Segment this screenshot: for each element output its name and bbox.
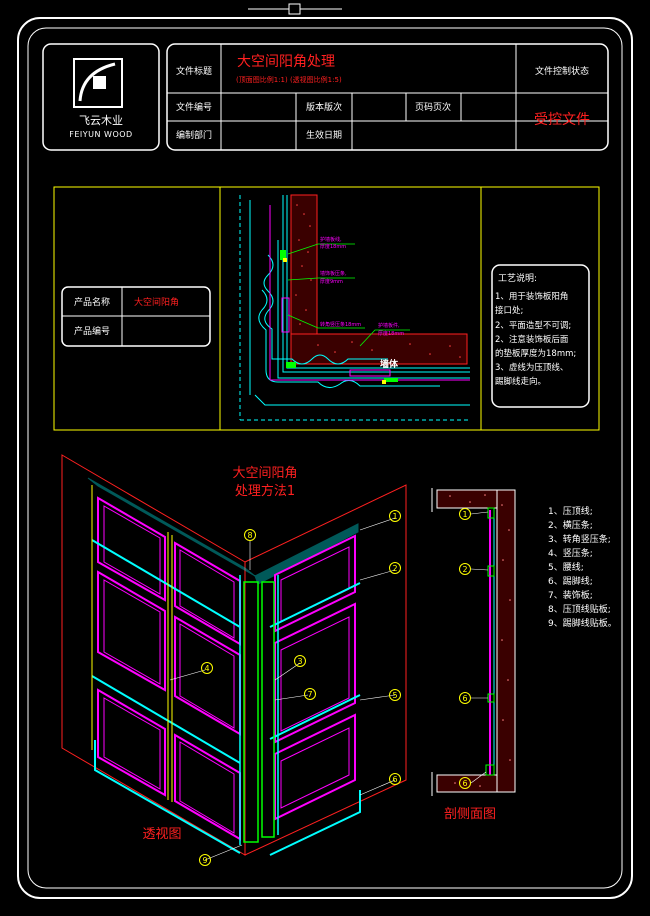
marker: 1 bbox=[389, 510, 401, 522]
legend-item: 4、竖压条; bbox=[548, 547, 593, 559]
product-name-label: 产品名称 bbox=[74, 296, 110, 308]
file-title-label: 文件标题 bbox=[176, 65, 212, 77]
company-name-cn: 飞云木业 bbox=[79, 114, 123, 127]
plan-panel bbox=[53, 186, 600, 431]
effective-date-label: 生效日期 bbox=[306, 129, 342, 141]
wall-label: 墙体 bbox=[380, 358, 399, 370]
perspective-title-2: 处理方法1 bbox=[235, 483, 295, 499]
svg-text:6: 6 bbox=[462, 694, 467, 703]
process-line: 2、平面造型不可调; bbox=[495, 320, 571, 331]
process-line: 3、虚线为压顶线、 bbox=[495, 362, 568, 373]
product-box bbox=[61, 286, 211, 347]
page-subtitle: (顶面图比例1:1) (透视图比例1:5) bbox=[236, 75, 342, 84]
marker: 1 bbox=[459, 508, 471, 520]
process-line: 1、用于装饰板阳角 bbox=[495, 291, 568, 302]
plan-label-a2: 厚度18mm bbox=[320, 243, 346, 250]
svg-text:6: 6 bbox=[462, 779, 467, 788]
marker: 3 bbox=[294, 655, 306, 667]
header-table bbox=[166, 43, 609, 151]
svg-text:5: 5 bbox=[392, 691, 397, 700]
dept-label: 编制部门 bbox=[176, 129, 212, 141]
marker: 9 bbox=[199, 854, 211, 866]
section-markers: 1 2 6 6 bbox=[459, 508, 471, 789]
controlled-file-label: 受控文件 bbox=[534, 112, 590, 128]
svg-text:1: 1 bbox=[392, 512, 397, 521]
page-label: 页码页次 bbox=[415, 101, 451, 113]
page-title: 大空间阳角处理 bbox=[237, 54, 335, 70]
section-caption: 剖侧面图 bbox=[444, 807, 496, 822]
process-line: 接口处; bbox=[495, 305, 523, 316]
marker: 6 bbox=[459, 777, 471, 789]
marker: 4 bbox=[201, 662, 213, 674]
marker: 2 bbox=[389, 562, 401, 574]
legend-item: 6、踢脚线; bbox=[548, 575, 593, 587]
outer-frame bbox=[17, 17, 633, 899]
legend-item: 3、转角竖压条; bbox=[548, 533, 611, 545]
svg-text:4: 4 bbox=[204, 664, 209, 673]
perspective-drawing bbox=[61, 454, 407, 861]
marker: 7 bbox=[304, 688, 316, 700]
product-name-value: 大空间阳角 bbox=[134, 296, 179, 308]
svg-text:2: 2 bbox=[392, 564, 397, 573]
svg-text:2: 2 bbox=[462, 565, 467, 574]
plan-label-a: 护墙板线, bbox=[320, 236, 342, 243]
perspective-caption: 透视图 bbox=[142, 827, 181, 842]
legend-item: 8、压顶线贴板; bbox=[548, 603, 611, 615]
perspective-markers: 1 2 3 4 5 6 7 8 9 bbox=[199, 510, 401, 866]
perspective-title-1: 大空间阳角 bbox=[232, 466, 297, 481]
file-no-label: 文件编号 bbox=[176, 101, 212, 113]
product-code-label: 产品编号 bbox=[74, 325, 110, 337]
process-line: 的垫板厚度为18mm; bbox=[495, 348, 576, 359]
marker: 8 bbox=[244, 529, 256, 541]
svg-text:1: 1 bbox=[462, 510, 467, 519]
company-name-en: FEIYUN WOOD bbox=[69, 130, 132, 139]
legend-item: 2、横压条; bbox=[548, 519, 593, 531]
process-line: 2、注意装饰板后面 bbox=[495, 334, 569, 345]
svg-text:9: 9 bbox=[202, 856, 207, 865]
logo-box bbox=[42, 43, 160, 151]
control-status-label: 文件控制状态 bbox=[535, 65, 589, 77]
process-box bbox=[491, 264, 590, 408]
marker: 5 bbox=[389, 689, 401, 701]
svg-text:8: 8 bbox=[247, 531, 252, 540]
inner-frame bbox=[27, 27, 623, 889]
version-label: 版本版次 bbox=[306, 101, 342, 113]
svg-text:6: 6 bbox=[392, 775, 397, 784]
plan-label-d2: 厚度18mm bbox=[378, 330, 404, 337]
top-tab bbox=[288, 3, 301, 15]
plan-detail bbox=[239, 194, 470, 421]
process-title: 工艺说明: bbox=[498, 272, 537, 284]
marker: 6 bbox=[389, 773, 401, 785]
legend-item: 7、装饰板; bbox=[548, 589, 593, 601]
section-drawing bbox=[431, 488, 516, 796]
plan-label-d: 护墙板件, bbox=[378, 322, 400, 329]
plan-label-b2: 厚度9mm bbox=[320, 278, 343, 285]
marker: 2 bbox=[459, 563, 471, 575]
legend-item: 9、踢脚线贴板。 bbox=[548, 617, 617, 629]
svg-text:3: 3 bbox=[297, 657, 302, 666]
company-logo bbox=[73, 58, 123, 108]
svg-text:7: 7 bbox=[307, 690, 312, 699]
plan-label-b: 墙饰板压条, bbox=[320, 270, 347, 277]
plan-label-c: 转角竖压条18mm bbox=[320, 321, 361, 328]
process-line: 踢脚线走向。 bbox=[495, 376, 546, 387]
marker: 6 bbox=[459, 692, 471, 704]
legend-item: 5、腰线; bbox=[548, 561, 584, 573]
legend-item: 1、压顶线; bbox=[548, 505, 593, 517]
